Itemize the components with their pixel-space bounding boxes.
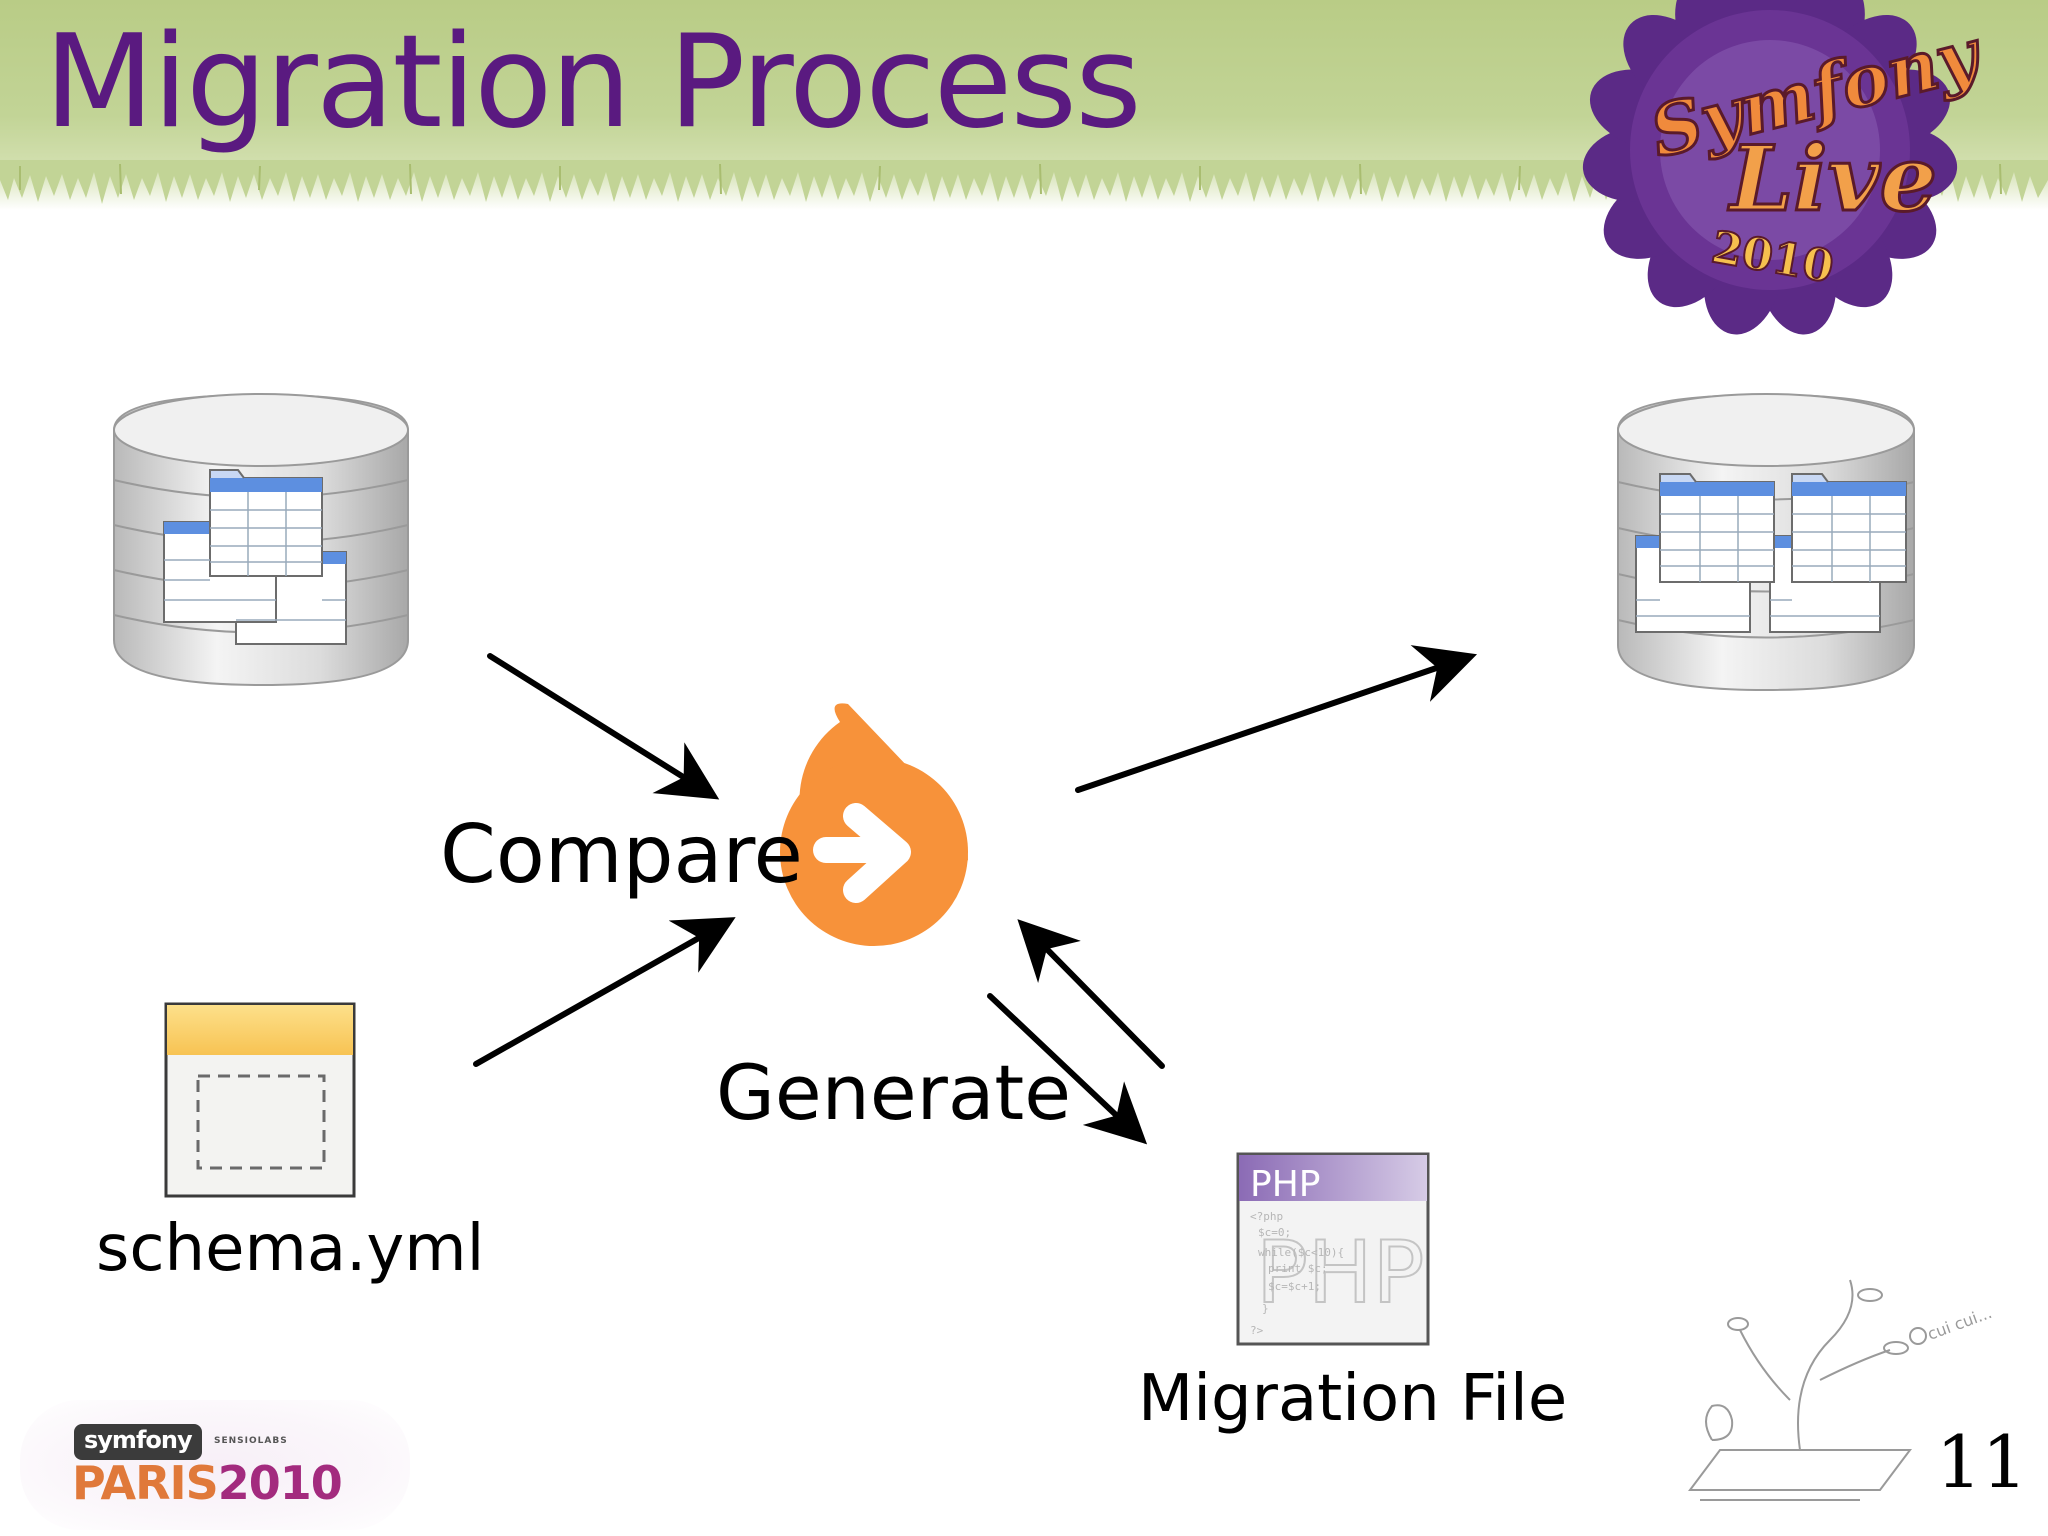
arrow-db-to-compare (487, 653, 720, 800)
symfony-badge: symfony (74, 1424, 202, 1460)
php-code-line: while($c<10){ (1258, 1246, 1344, 1259)
source-database-icon (113, 393, 409, 687)
migration-file-label: Migration File (1138, 1362, 1568, 1436)
grass-border (0, 160, 2048, 204)
php-code-line: print $c; (1268, 1262, 1328, 1275)
php-code-line: } (1262, 1302, 1269, 1315)
paris-word: PARIS (72, 1456, 219, 1510)
page-number: 11 (1936, 1420, 2028, 1504)
slide-title: Migration Process (44, 8, 1142, 157)
arrow-schema-to-compare (473, 917, 736, 1067)
symfony-paris-logo (20, 1400, 410, 1530)
arrow-migration-to-doctrine (1017, 919, 1165, 1069)
php-file-header-text: PHP (1250, 1164, 1321, 1205)
php-file-watermark: PHP (1256, 1223, 1424, 1323)
paris-year: 2010 (217, 1456, 343, 1510)
doodle-text: cui cui... (1925, 1303, 1995, 1344)
paris-2010-text: PARIS2010 (72, 1456, 343, 1510)
target-database-icon (1617, 393, 1915, 692)
php-code-line: $c=$c+1; (1268, 1280, 1321, 1293)
sensiolabs-logo: SENSIOLABS (214, 1436, 288, 1446)
php-code-line: ?> (1250, 1324, 1264, 1337)
yaml-file-icon (164, 1002, 356, 1198)
generate-label: Generate (716, 1048, 1071, 1137)
arrow-generate-to-migration (987, 993, 1148, 1145)
schema-file-label: schema.yml (96, 1212, 485, 1286)
php-file-icon: PHP PHP <?php $c=0; while($c<10){ print … (1236, 1152, 1430, 1346)
compare-label: Compare (440, 808, 803, 901)
arrow-doctrine-to-target-db (1075, 645, 1478, 793)
php-code-line: $c=0; (1258, 1226, 1291, 1239)
doctrine-logo-icon (780, 703, 968, 946)
php-code-line: <?php (1250, 1210, 1283, 1223)
